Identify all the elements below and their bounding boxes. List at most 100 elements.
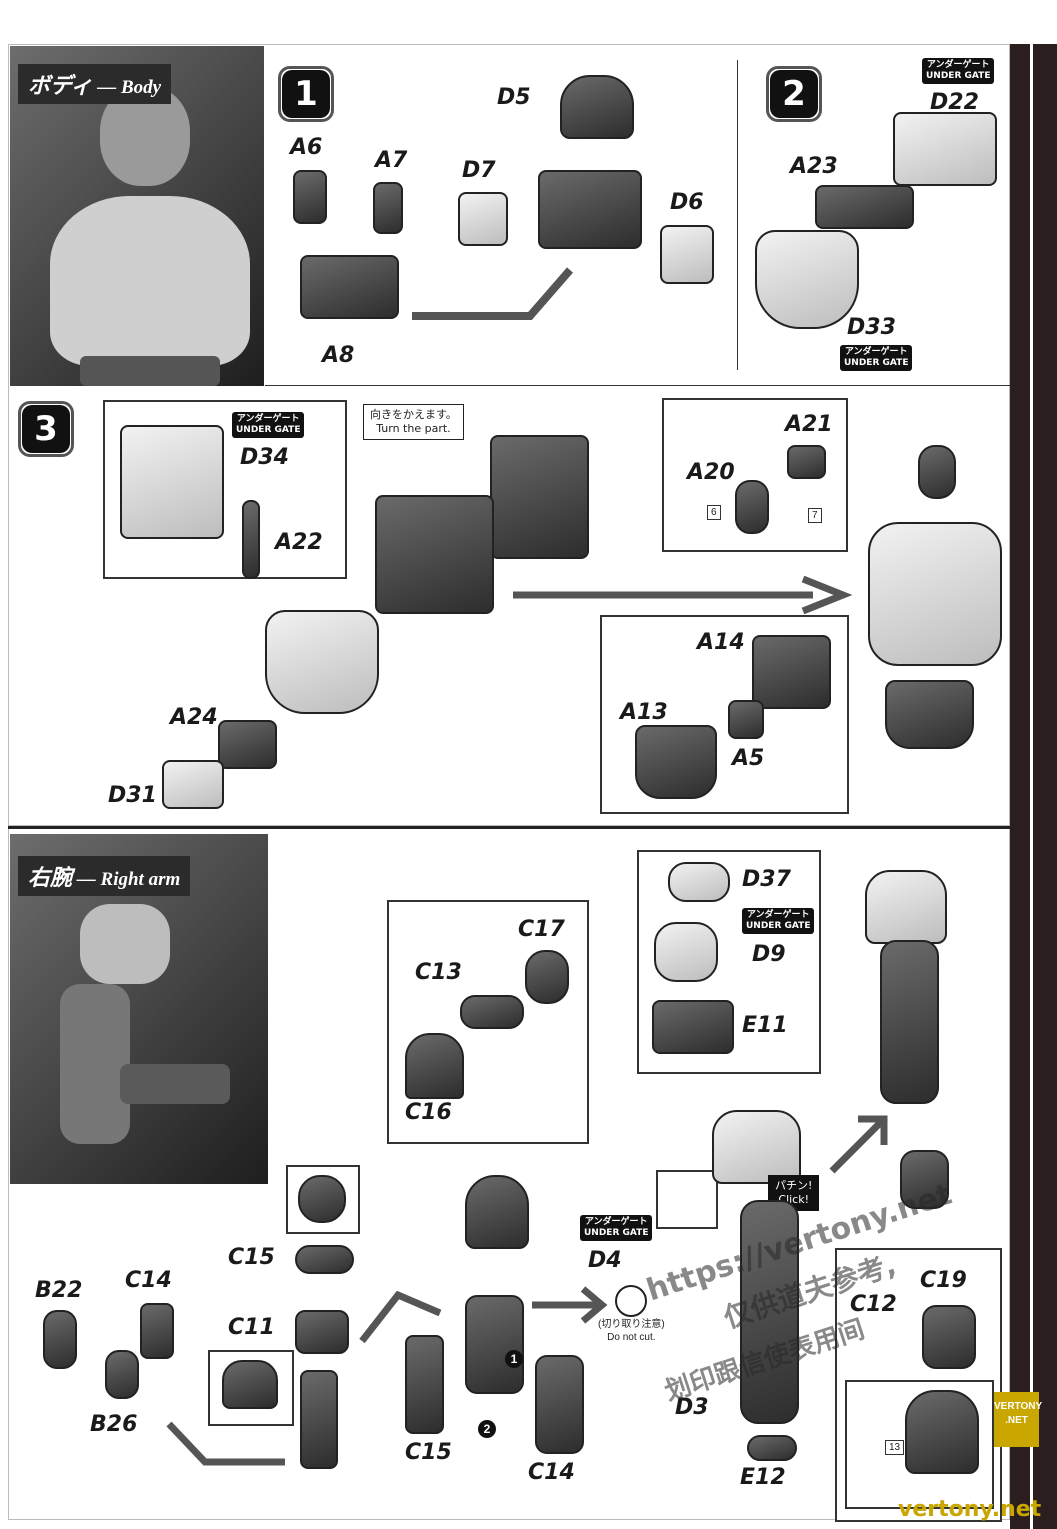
part-c14-small bbox=[140, 1303, 174, 1359]
part-shoulder-cap bbox=[712, 1110, 801, 1184]
part-d6 bbox=[660, 225, 714, 284]
part-d7 bbox=[458, 192, 508, 246]
label-a20: A20 bbox=[687, 460, 735, 485]
under-gate-jp-4: アンダーゲート bbox=[746, 910, 810, 920]
click-jp: パチン! bbox=[775, 1179, 813, 1192]
under-gate-jp: アンダーゲート bbox=[926, 60, 990, 70]
part-torso-back bbox=[490, 435, 589, 559]
label-a24: A24 bbox=[170, 705, 218, 730]
part-fist bbox=[900, 1150, 949, 1209]
label-c13: C13 bbox=[415, 960, 462, 985]
body-title-en: Body bbox=[120, 77, 162, 98]
part-elbow bbox=[465, 1295, 524, 1394]
order-mark-2: 2 bbox=[478, 1420, 496, 1438]
part-a21 bbox=[787, 445, 826, 479]
under-gate-en-2: UNDER GATE bbox=[844, 358, 909, 368]
label-e11: E11 bbox=[742, 1013, 788, 1038]
label-a7: A7 bbox=[375, 148, 408, 173]
part-d37 bbox=[668, 862, 730, 902]
do-not-cut-en: Do not cut. bbox=[607, 1332, 656, 1343]
label-c15: C15 bbox=[228, 1245, 275, 1270]
label-c14-top: C14 bbox=[125, 1268, 172, 1293]
label-d31: D31 bbox=[108, 783, 157, 808]
part-torso-assembly bbox=[375, 495, 494, 614]
part-a8 bbox=[300, 255, 399, 319]
label-a6: A6 bbox=[290, 135, 323, 160]
label-a8: A8 bbox=[322, 343, 355, 368]
flow-arrow-arm-3 bbox=[532, 1286, 608, 1324]
under-gate-jp-5: アンダーゲート bbox=[584, 1217, 648, 1227]
under-gate-note-d33: アンダーゲート UNDER GATE bbox=[840, 345, 913, 371]
part-waist bbox=[885, 680, 974, 749]
part-a13 bbox=[635, 725, 717, 799]
label-a22: A22 bbox=[275, 530, 323, 555]
part-a20 bbox=[735, 480, 769, 534]
label-d34: D34 bbox=[240, 445, 289, 470]
label-d37: D37 bbox=[742, 867, 791, 892]
do-not-cut-icon bbox=[615, 1285, 647, 1317]
under-gate-note-d34: アンダーゲート UNDER GATE bbox=[232, 412, 305, 438]
flow-arrow-arm-1 bbox=[166, 1421, 285, 1466]
body-title-jp: ボディ bbox=[28, 73, 93, 98]
step-3-badge: 3 bbox=[18, 401, 74, 457]
label-a23: A23 bbox=[790, 154, 838, 179]
label-b22: B22 bbox=[35, 1278, 83, 1303]
part-a5 bbox=[728, 700, 764, 739]
label-d4: D4 bbox=[588, 1248, 622, 1273]
label-d6: D6 bbox=[670, 190, 704, 215]
ref-tag-6: 6 bbox=[707, 505, 721, 520]
part-c11-detail bbox=[222, 1360, 278, 1409]
part-c11 bbox=[295, 1310, 349, 1354]
part-a7 bbox=[373, 182, 403, 234]
under-gate-note-d4: アンダーゲート UNDER GATE bbox=[580, 1215, 653, 1241]
label-e12: E12 bbox=[740, 1465, 786, 1490]
watermark-footer: vertony.net bbox=[898, 1497, 1042, 1522]
arm-title-jp: 右腕 bbox=[28, 865, 73, 890]
arm-section-title: 右腕 — Right arm bbox=[18, 856, 191, 896]
label-d22: D22 bbox=[930, 90, 979, 115]
label-a5: A5 bbox=[732, 746, 765, 771]
part-arm-complete-shoulder bbox=[865, 870, 947, 944]
label-b26: B26 bbox=[90, 1412, 138, 1437]
part-b22 bbox=[43, 1310, 77, 1369]
part-neck-joint bbox=[918, 445, 956, 499]
turn-part-note: 向きをかえます。 Turn the part. bbox=[363, 404, 464, 440]
watermark-badge: VERTONY .NET bbox=[994, 1392, 1042, 1447]
flow-arrow-step1 bbox=[412, 267, 574, 320]
label-c16: C16 bbox=[405, 1100, 452, 1125]
part-chest-front bbox=[265, 610, 379, 714]
part-hand-assembly bbox=[465, 1175, 529, 1249]
part-torso-core bbox=[538, 170, 642, 249]
part-d22 bbox=[893, 112, 997, 186]
label-d5: D5 bbox=[497, 85, 531, 110]
label-d7: D7 bbox=[462, 158, 496, 183]
ref-tag-7: 7 bbox=[808, 508, 822, 523]
part-a23 bbox=[815, 185, 914, 229]
label-c19: C19 bbox=[920, 1268, 967, 1293]
arm-title-en: Right arm bbox=[100, 869, 181, 890]
part-a22 bbox=[242, 500, 260, 579]
under-gate-en-4: UNDER GATE bbox=[746, 921, 811, 931]
part-c15 bbox=[295, 1245, 354, 1274]
page-edge-stripe bbox=[1030, 44, 1033, 1529]
part-forearm-assembly bbox=[740, 1200, 799, 1424]
label-c14-forearm: C14 bbox=[528, 1460, 575, 1485]
label-d3: D3 bbox=[675, 1395, 709, 1420]
part-c14-forearm bbox=[535, 1355, 584, 1454]
label-c15-forearm: C15 bbox=[405, 1440, 452, 1465]
under-gate-en-5: UNDER GATE bbox=[584, 1228, 649, 1238]
turn-note-jp: 向きをかえます。 bbox=[370, 408, 457, 421]
part-c17 bbox=[525, 950, 569, 1004]
page-edge-rail bbox=[1010, 44, 1057, 1529]
part-e11 bbox=[652, 1000, 734, 1054]
label-d9: D9 bbox=[752, 942, 786, 967]
part-arm-complete bbox=[880, 940, 939, 1104]
part-c19 bbox=[922, 1305, 976, 1369]
step-1-badge: 1 bbox=[278, 66, 334, 122]
turn-note-en: Turn the part. bbox=[376, 422, 451, 435]
part-c15-forearm bbox=[405, 1335, 444, 1434]
under-gate-en: UNDER GATE bbox=[926, 71, 991, 81]
label-c17: C17 bbox=[518, 917, 565, 942]
part-b26 bbox=[105, 1350, 139, 1399]
section-divider bbox=[8, 826, 1010, 829]
